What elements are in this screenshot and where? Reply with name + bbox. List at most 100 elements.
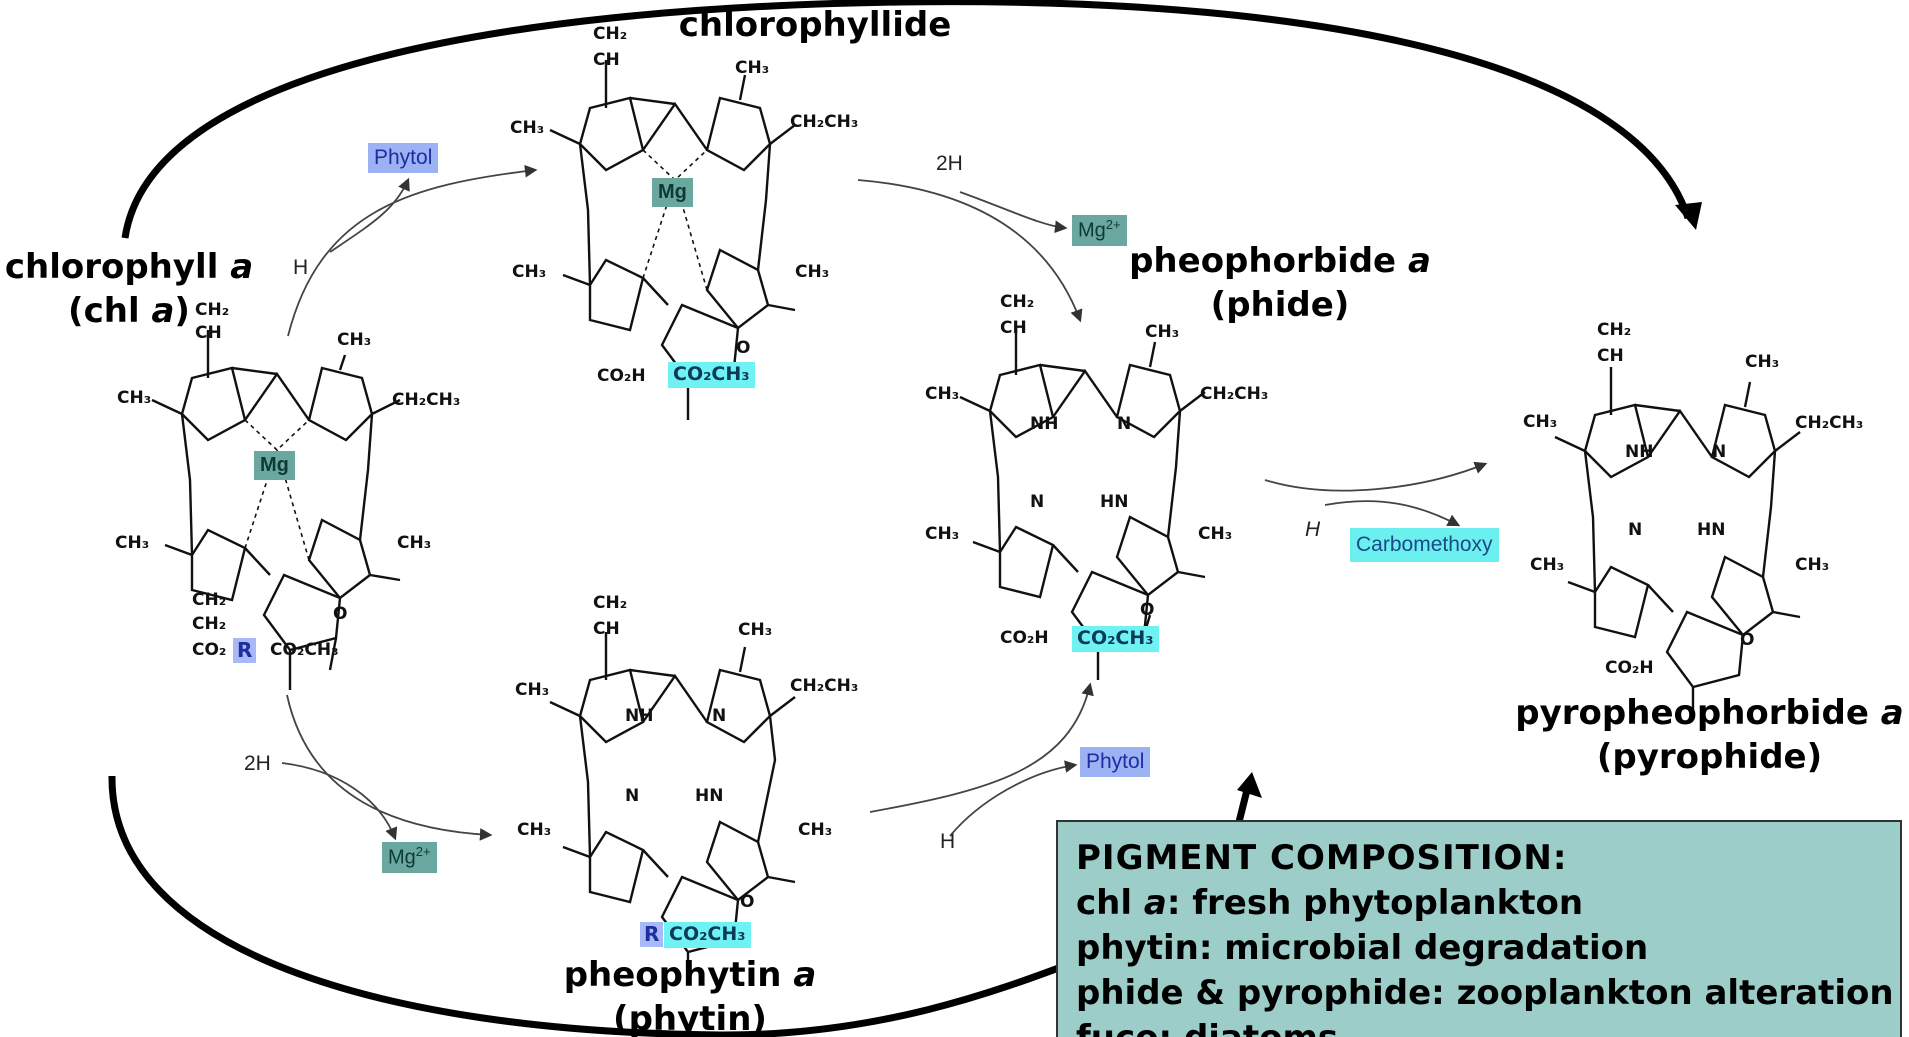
chlide-ch3-lower-left: CH₃ [512, 262, 547, 282]
arrow-phytol-out-top [329, 177, 410, 253]
pigment-row-chla-pre: chl [1076, 883, 1144, 923]
phytin-ch2-top: CH₂ [593, 593, 628, 613]
chla-co2ch3: CO₂CH₃ [270, 640, 339, 660]
compound-label-phide: pheophorbide a (phide) [1120, 240, 1440, 327]
phytin-hn: HN [695, 786, 724, 806]
chlide-co2h: CO₂H [597, 366, 646, 386]
co2ch3-tag-chlide: CO₂CH₃ [668, 362, 755, 388]
phytin-nh: NH [625, 706, 654, 726]
pyrophide-letter: a [1880, 693, 1904, 733]
arrow-phytol-out-bottom [949, 760, 1078, 837]
outer-arc-top [121, 0, 1692, 239]
phide-ch3-left: CH₃ [925, 384, 960, 404]
phytol-tag-bottom: Phytol [1080, 747, 1151, 778]
pigment-composition-box: PIGMENT COMPOSITION: chl a: fresh phytop… [1056, 820, 1902, 1037]
mg-center-chlide: Mg [652, 178, 693, 207]
pyrophide-n-bottom: N [1628, 520, 1643, 540]
phide-ch2-top: CH₂ [1000, 292, 1035, 312]
pyrophide-ch3-top: CH₃ [1745, 352, 1780, 372]
pyrophide-ch3-lower-left: CH₃ [1530, 555, 1565, 575]
box-up-arrow-head [1237, 772, 1262, 798]
phytin-abbr: (phytin) [613, 998, 767, 1037]
phide-hn: HN [1100, 492, 1129, 512]
arrow-chla-to-chlide [287, 164, 538, 337]
arrow-carbomethoxy-out [1324, 500, 1461, 527]
pyrophide-ch-top: CH [1597, 346, 1624, 366]
chla-abbr-letter: a [151, 290, 175, 331]
chlide-ch3-left: CH₃ [510, 118, 545, 138]
pigment-row-chla: chl a: fresh phytoplankton [1076, 881, 1882, 926]
structure-pyrophide [1554, 367, 1801, 720]
chla-co2: CO₂ [192, 640, 227, 660]
phide-ch-top: CH [1000, 318, 1027, 338]
mg-tag-top: Mg2+ [1072, 215, 1127, 246]
carbomethoxy-tag: Carbomethoxy [1350, 528, 1499, 563]
phide-abbr: (phide) [1210, 284, 1350, 325]
compound-label-chlide: chlorophyllide [678, 5, 952, 45]
pyrophide-hn: HN [1697, 520, 1726, 540]
chla-ch2-lower: CH₂ [192, 590, 227, 610]
twoh-label-top: 2H [936, 152, 963, 175]
chlide-o: O [736, 338, 751, 358]
arrow-mg-out-bottom [281, 762, 398, 841]
pigment-row-phytin: phytin: microbial degradation [1076, 928, 1649, 968]
arrow-phide-to-pyrophide [1264, 461, 1488, 492]
pyrophide-ch3-right: CH₃ [1795, 555, 1830, 575]
phide-nh: NH [1030, 414, 1059, 434]
pyrophide-nh: NH [1625, 442, 1654, 462]
outer-arc-bottom [108, 775, 1082, 1037]
phytin-name: pheophytin [563, 955, 794, 995]
pyrophide-co2h: CO₂H [1605, 658, 1654, 678]
phide-co2h: CO₂H [1000, 628, 1049, 648]
arrow-chla-to-phytin [286, 694, 493, 841]
chlide-ch3-top: CH₃ [735, 58, 770, 78]
h-label-bottom-mid: H [940, 830, 956, 853]
phytol-tag-top: Phytol [368, 143, 439, 174]
chla-abbr-close: ) [174, 290, 190, 331]
phide-o: O [1140, 600, 1155, 620]
arrow-phytin-to-phide [869, 682, 1094, 813]
compound-label-phytin: pheophytin a (phytin) [540, 954, 840, 1037]
chlide-ch3-right: CH₃ [795, 262, 830, 282]
compound-label-pyrophide: pyropheophorbide a (pyrophide) [1510, 692, 1909, 779]
chla-letter: a [230, 247, 254, 287]
phide-ch2ch3: CH₂CH₃ [1200, 384, 1269, 404]
twoh-label-bottom: 2H [244, 752, 271, 775]
chla-name: chlorophyll [4, 247, 231, 287]
h-label-top-left: H [293, 256, 309, 279]
phytin-o: O [740, 892, 755, 912]
phytin-ch3-top: CH₃ [738, 620, 773, 640]
pyrophide-name: pyropheophorbide [1515, 693, 1881, 733]
mg-tag-bottom: Mg2+ [382, 842, 437, 873]
phide-name: pheophorbide [1129, 241, 1408, 281]
chlide-ch2ch3: CH₂CH₃ [790, 112, 859, 132]
r-group-phytin: R [640, 922, 664, 947]
chla-abbr-open: (chl [68, 290, 152, 331]
phytin-letter: a [793, 955, 817, 995]
phide-letter: a [1407, 241, 1431, 281]
compound-label-chla: chlorophyll a (chl a) [4, 246, 254, 333]
pyrophide-n-top: N [1712, 442, 1727, 462]
chla-ch3-left: CH₃ [117, 388, 152, 408]
chla-ch3-right: CH₃ [397, 533, 432, 553]
pigment-row-phide: phide & pyrophide: zooplankton alteratio… [1076, 973, 1894, 1013]
phytin-n-top: N [712, 706, 727, 726]
pigment-box-title: PIGMENT COMPOSITION: [1076, 838, 1568, 878]
pyrophide-ch2ch3: CH₂CH₃ [1795, 413, 1864, 433]
chla-o: O [333, 604, 348, 624]
phytin-n-bottom: N [625, 786, 640, 806]
outer-arc-top-head [1675, 202, 1702, 230]
phide-ch3-lower-left: CH₃ [925, 524, 960, 544]
chla-ch3-top: CH₃ [337, 330, 372, 350]
mg-center-chla: Mg [254, 451, 295, 480]
structure-chla [151, 330, 401, 690]
chla-ch2-lower2: CH₂ [192, 614, 227, 634]
pyrophide-o: O [1740, 630, 1755, 650]
r-group-chla: R [233, 638, 257, 663]
structure-phytin [549, 632, 796, 985]
phytin-ch3-left: CH₃ [515, 680, 550, 700]
chlide-ch-top: CH [593, 50, 620, 70]
pigment-row-fuco: fuco: diatoms [1076, 1016, 1882, 1037]
h-label-right: H [1305, 518, 1321, 541]
